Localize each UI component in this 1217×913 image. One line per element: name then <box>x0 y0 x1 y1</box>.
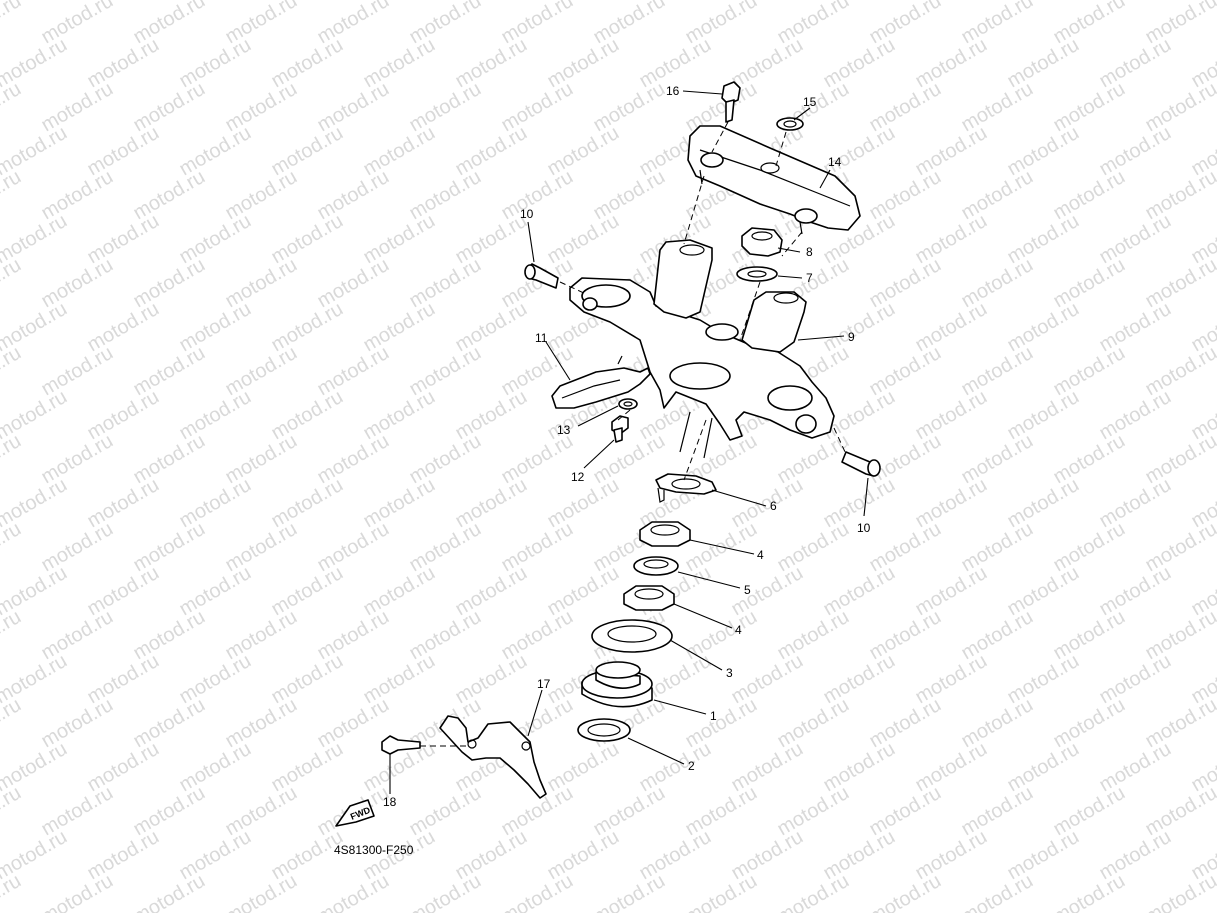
seal-2 <box>577 718 631 742</box>
callout-9: 9 <box>848 330 855 344</box>
watermark-text: motod.ru <box>590 870 669 913</box>
bearing-cover-3 <box>591 619 673 653</box>
watermark-text: motod.ru <box>0 430 25 489</box>
bolt-10-right <box>841 451 881 477</box>
bracket-11 <box>551 355 651 409</box>
bracket-17 <box>439 715 547 799</box>
upper-bracket <box>687 125 861 235</box>
ring-nut-4-upper <box>639 521 691 547</box>
callout-16: 16 <box>666 84 680 98</box>
watermark-text: motod.ru <box>682 870 761 913</box>
watermark-text: motod.ru <box>0 166 25 225</box>
callout-5: 5 <box>744 583 751 597</box>
watermark-text: motod.ru <box>1142 870 1217 913</box>
watermark-text: motod.ru <box>130 870 209 913</box>
watermark-text: motod.ru <box>0 518 25 577</box>
watermark-text: motod.ru <box>314 870 393 913</box>
callout-7: 7 <box>806 271 813 285</box>
callout-8: 8 <box>806 245 813 259</box>
ring-nut-4-lower <box>623 585 675 611</box>
callout-labels: 16 15 14 10 8 7 9 11 13 12 10 6 4 5 4 3 … <box>383 84 871 809</box>
watermark-text: motod.ru <box>958 870 1037 913</box>
bolt-10-left <box>524 263 559 289</box>
leader-lines <box>389 90 869 794</box>
figure-code: 4S81300-F250 <box>334 843 414 857</box>
callout-10-upper: 10 <box>520 207 534 221</box>
washer-13 <box>618 398 638 410</box>
callout-12: 12 <box>571 470 585 484</box>
washer-5 <box>633 556 679 576</box>
callout-2: 2 <box>688 759 695 773</box>
watermark-text: motod.ru <box>0 870 25 913</box>
watermark-text: motod.ru <box>866 870 945 913</box>
callout-1: 1 <box>710 709 717 723</box>
watermark-text: motod.ru <box>0 694 25 753</box>
callout-13: 13 <box>557 423 571 437</box>
bolt-16 <box>721 81 741 123</box>
watermark-text: motod.ru <box>406 870 485 913</box>
watermark-text: motod.ru <box>222 870 301 913</box>
washer-7 <box>736 266 778 282</box>
callout-6: 6 <box>770 499 777 513</box>
watermark-text: motod.ru <box>774 870 853 913</box>
callout-15: 15 <box>803 95 817 109</box>
callout-11: 11 <box>535 331 548 345</box>
watermark-text: motod.ru <box>0 606 25 665</box>
washer-15 <box>776 117 804 131</box>
callout-10-lower: 10 <box>857 521 871 535</box>
watermark-text: motod.ru <box>38 870 117 913</box>
watermark-text: motod.ru <box>0 342 25 401</box>
callout-14: 14 <box>828 155 842 169</box>
callout-4-lower: 4 <box>735 623 742 637</box>
watermark-text: motod.ru <box>498 870 577 913</box>
callout-17: 17 <box>537 677 551 691</box>
alignment-lines <box>420 121 847 747</box>
bolt-12 <box>611 415 629 443</box>
watermark-text: motod.ru <box>0 0 25 48</box>
watermark-text: motod.ru <box>0 254 25 313</box>
fwd-arrow-icon: FWD <box>335 799 375 827</box>
callout-18: 18 <box>383 795 397 809</box>
callout-3: 3 <box>726 666 733 680</box>
bolt-18 <box>381 735 421 755</box>
callout-4-upper: 4 <box>757 548 764 562</box>
watermark-text: motod.ru <box>1050 870 1129 913</box>
nut-8 <box>741 227 783 257</box>
under-bracket <box>569 239 835 459</box>
watermark-text: motod.ru <box>0 78 25 137</box>
bearing-1 <box>581 661 653 708</box>
watermark-text: motod.ru <box>0 782 25 841</box>
plate-6 <box>655 473 717 503</box>
